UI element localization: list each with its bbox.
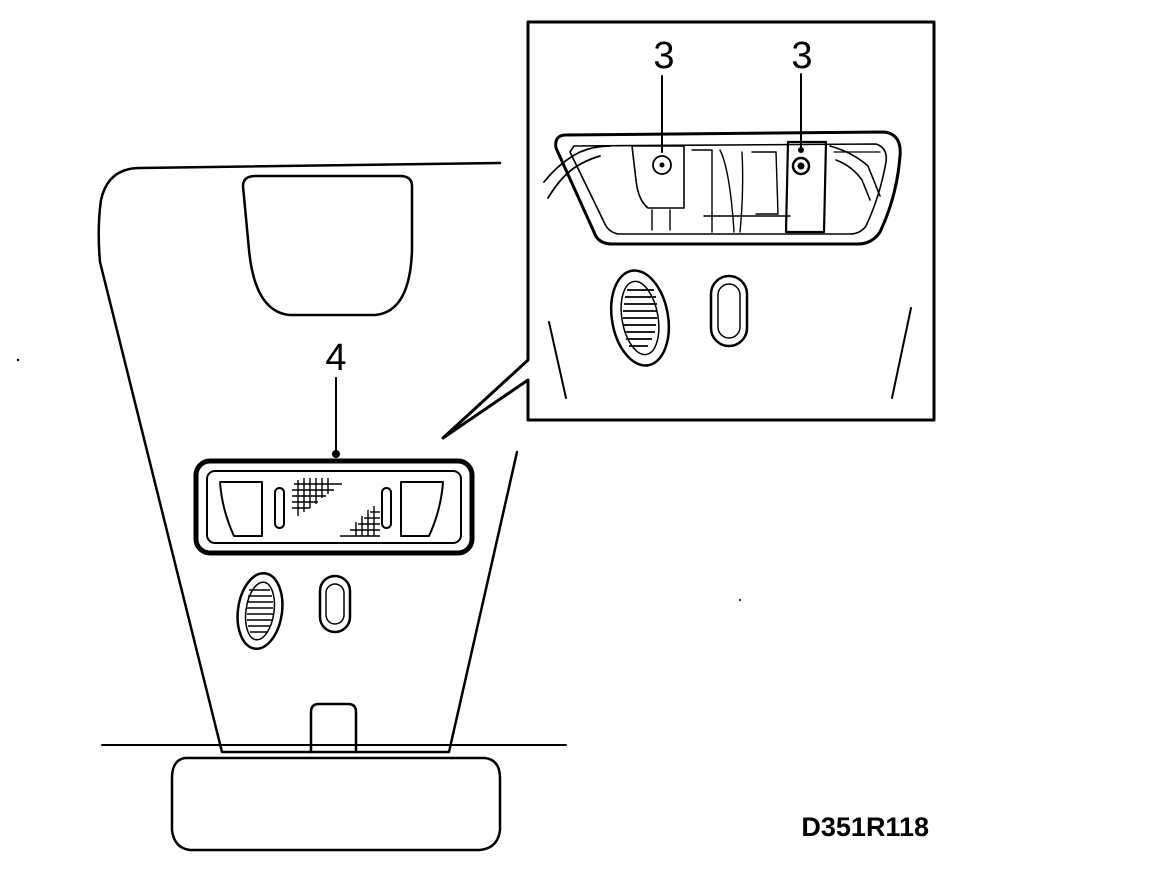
sunroof-switch-housing bbox=[241, 174, 414, 317]
figure-reference-code: D351R118 bbox=[801, 812, 929, 842]
lamp-switch bbox=[318, 574, 352, 634]
scan-speck bbox=[739, 599, 741, 601]
callout-4-label: 4 bbox=[325, 337, 346, 379]
detail-panel-edge-right bbox=[891, 307, 912, 399]
detail-panel-edge-left bbox=[548, 321, 567, 399]
detail-view bbox=[441, 20, 936, 440]
microphone-grille bbox=[236, 571, 284, 651]
screw-right bbox=[791, 156, 811, 176]
lamp-lens-hatching bbox=[292, 478, 380, 537]
scan-speck bbox=[16, 358, 20, 362]
rear-view-mirror bbox=[170, 756, 502, 852]
headliner-panel bbox=[97, 161, 519, 754]
detail-lamp-switch bbox=[709, 274, 749, 348]
callout-3-right-label: 3 bbox=[791, 35, 812, 77]
lamp-opening bbox=[543, 130, 902, 246]
screw-left bbox=[652, 155, 672, 175]
callout-4-dot bbox=[332, 450, 340, 458]
detail-microphone-grille bbox=[609, 269, 671, 367]
mirror-mount bbox=[309, 702, 358, 754]
interior-lamp-assembly bbox=[193, 458, 475, 556]
callout-3-left-label: 3 bbox=[653, 35, 674, 77]
